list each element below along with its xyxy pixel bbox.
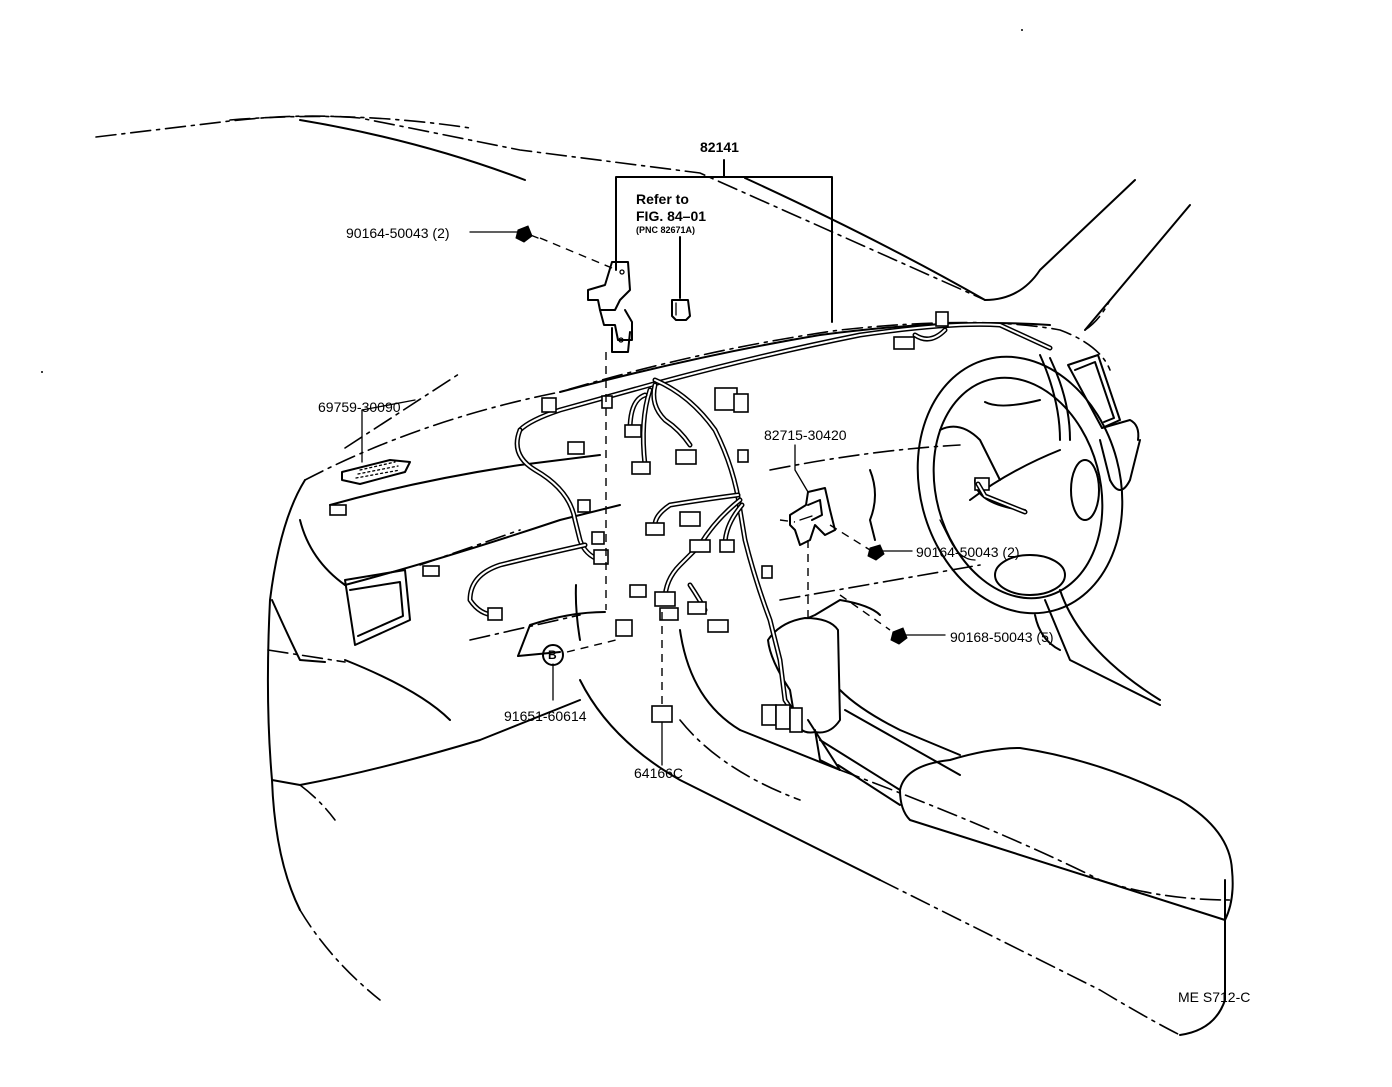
steering-wheel bbox=[916, 355, 1161, 706]
connectors bbox=[329, 311, 949, 733]
refer-to-label: Refer to bbox=[636, 191, 689, 207]
bracket-right-label: 82715-30420 bbox=[764, 427, 847, 443]
leader-lines bbox=[361, 231, 946, 766]
callout-letter: B bbox=[548, 648, 557, 662]
wire-harness bbox=[467, 321, 1053, 718]
part-82141-label: 82141 bbox=[700, 139, 739, 155]
dashboard-outline bbox=[266, 321, 1234, 1036]
bolt-right-label: 90164-50043 (2) bbox=[916, 544, 1020, 560]
bolt-lower-right-label: 90168-50043 (5) bbox=[950, 629, 1054, 645]
pad-label: 69759-30090 bbox=[318, 399, 401, 415]
label-part-label: 64166C bbox=[634, 765, 684, 781]
refer-pnc-label: (PNC 82671A) bbox=[636, 225, 696, 235]
right-bracket bbox=[779, 487, 908, 645]
reference-bracket bbox=[615, 159, 833, 323]
clamp-part-label: 91651-60614 bbox=[504, 708, 587, 724]
refer-figure-label: FIG. 84–01 bbox=[636, 208, 707, 224]
bolt-upper-left-label: 90164-50043 (2) bbox=[346, 225, 450, 241]
left-bracket bbox=[515, 225, 633, 610]
instrument-pad bbox=[341, 459, 411, 485]
body-outline bbox=[95, 115, 1191, 331]
figure-code: ME S712-C bbox=[1178, 989, 1251, 1005]
callout-b bbox=[542, 644, 564, 666]
